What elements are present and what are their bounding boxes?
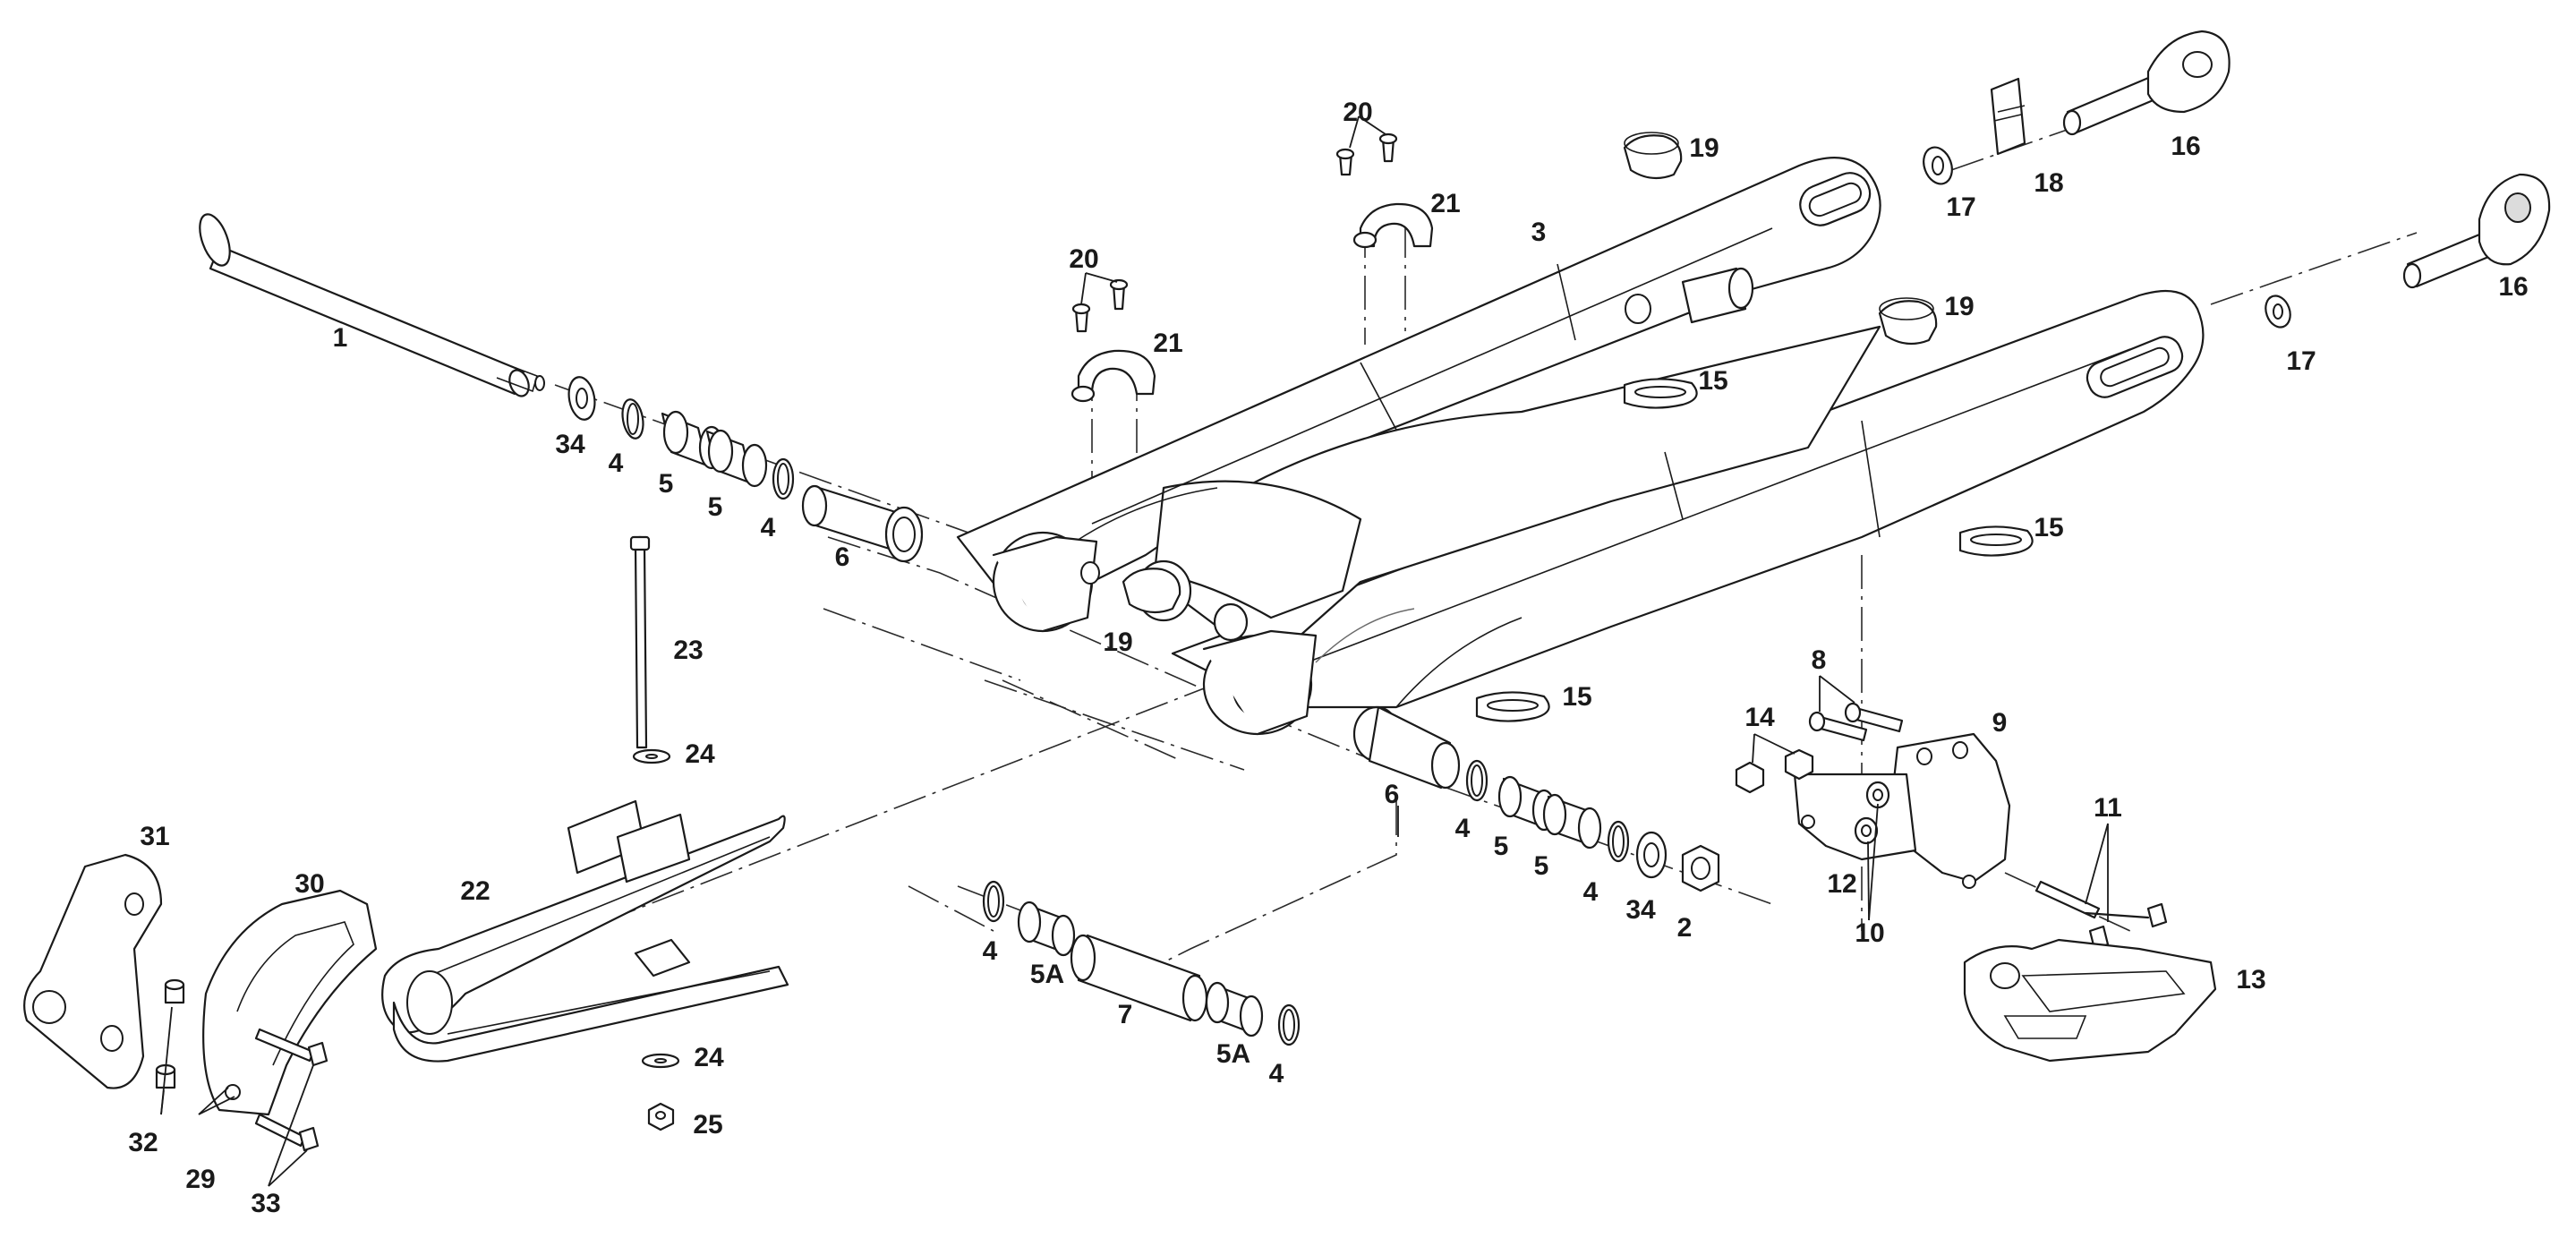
callout-4: 4 [1582, 877, 1599, 907]
callout-15: 15 [1698, 366, 1728, 396]
callout-5: 5 [1533, 851, 1549, 881]
callout-24: 24 [694, 1043, 724, 1072]
callout-2: 2 [1676, 913, 1693, 943]
tensioner-16-bottom [2402, 173, 2551, 289]
nuts-14 [1735, 748, 1814, 794]
callout-18: 18 [2034, 168, 2064, 198]
guide-plate-31 [23, 853, 163, 1089]
callout-19: 19 [1689, 133, 1719, 163]
callout-25: 25 [693, 1110, 723, 1140]
caliper-13 [1963, 938, 2217, 1063]
callout-13: 13 [2236, 965, 2266, 995]
callout-5a: 5A [1215, 1039, 1251, 1069]
callout-19: 19 [1944, 292, 1975, 321]
tensioner-16-top [2062, 30, 2231, 136]
callout-21: 21 [1153, 329, 1183, 358]
callout-30: 30 [294, 869, 325, 899]
callout-4: 4 [1454, 814, 1471, 843]
washers-24 [632, 748, 680, 1069]
callout-1: 1 [332, 323, 348, 353]
callout-6: 6 [1384, 780, 1400, 809]
clamp-21-left [1070, 349, 1156, 403]
callout-24: 24 [685, 739, 715, 769]
callout-4: 4 [982, 936, 998, 966]
callout-7: 7 [1117, 1000, 1133, 1029]
callout-17: 17 [1946, 192, 1976, 222]
guide-30 [202, 889, 378, 1116]
callout-15: 15 [1562, 682, 1592, 712]
bolts-11 [2034, 880, 2168, 951]
callout-16: 16 [2498, 272, 2529, 302]
bolt-23 [629, 535, 651, 749]
callout-34: 34 [1625, 895, 1656, 925]
callout-4: 4 [1268, 1059, 1284, 1089]
bolts-20-left [1071, 278, 1129, 333]
pins-32 [155, 978, 185, 1089]
callout-11: 11 [2094, 793, 2122, 823]
callout-16: 16 [2171, 132, 2201, 161]
callout-4: 4 [608, 448, 624, 478]
nut-25 [647, 1102, 675, 1131]
chain-slider-22 [381, 799, 789, 1063]
callout-3: 3 [1531, 218, 1547, 247]
callout-31: 31 [140, 822, 170, 851]
callout-15: 15 [2034, 513, 2064, 542]
callout-5: 5 [707, 492, 723, 522]
callout-5: 5 [658, 469, 674, 499]
right-pivot-stack [1352, 705, 1720, 892]
plate-18 [1990, 77, 2026, 156]
swingarm-part-3 [956, 157, 2205, 736]
callout-34: 34 [555, 430, 585, 459]
clamp-21-right [1352, 202, 1434, 249]
axle-part-1 [199, 213, 545, 397]
callout-9: 9 [1992, 708, 2008, 738]
callout-21: 21 [1430, 189, 1461, 218]
left-pivot-stack [567, 376, 924, 563]
callout-29: 29 [185, 1165, 216, 1194]
callout-8: 8 [1811, 645, 1827, 675]
callout-23: 23 [673, 636, 704, 665]
callout-33: 33 [251, 1189, 281, 1218]
nuts-17 [1923, 146, 2291, 329]
callout-32: 32 [128, 1128, 158, 1157]
bolts-20-right [1335, 132, 1398, 176]
plugs-19 [1122, 132, 1938, 614]
callout-17: 17 [2286, 346, 2316, 376]
callout-4: 4 [760, 513, 776, 542]
callout-19: 19 [1103, 628, 1133, 657]
center-bottom-stack [982, 880, 1301, 1046]
bolts-33 [254, 1028, 328, 1152]
callout-5: 5 [1493, 832, 1509, 861]
slots-15 [1475, 378, 2034, 722]
callout-14: 14 [1744, 703, 1775, 732]
leader-lines [160, 115, 2109, 1187]
callout-20: 20 [1343, 98, 1373, 127]
callout-6: 6 [834, 542, 850, 572]
callout-20: 20 [1069, 244, 1099, 274]
bracket-9 [1891, 732, 2011, 889]
plate-12 [1793, 773, 1917, 861]
callout-5a: 5A [1029, 960, 1065, 989]
callout-10: 10 [1855, 918, 1885, 948]
callout-12: 12 [1827, 869, 1857, 899]
bolts-8 [1808, 702, 1904, 742]
callout-22: 22 [460, 876, 490, 906]
